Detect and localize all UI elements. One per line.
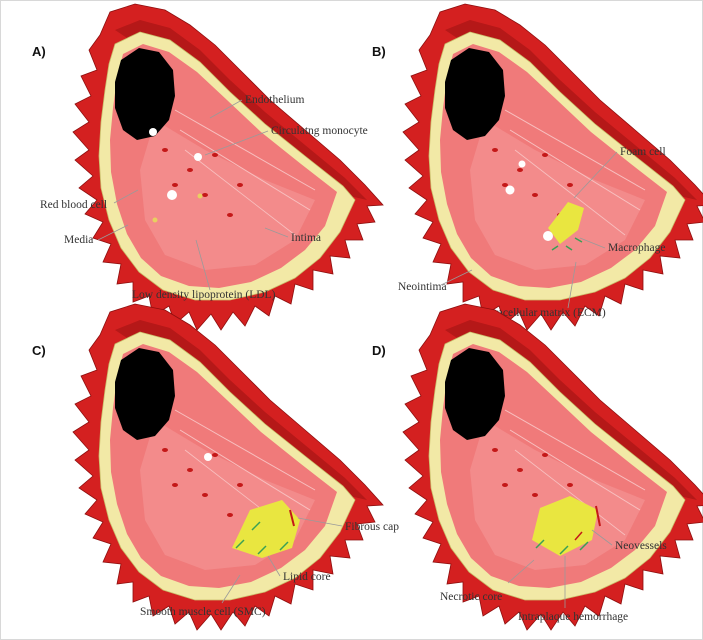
annotation-foam-cell: Foam cell bbox=[620, 146, 666, 158]
panel-label: B) bbox=[372, 44, 386, 59]
annotation-rbc: Red blood cell bbox=[40, 199, 107, 211]
annotation-hemorrhage: Intraplaque hemorrhage bbox=[518, 611, 628, 623]
annotation-neointima: Neointima bbox=[398, 281, 447, 293]
panel-d: D) Neovessels Necrotic core Intraplaque … bbox=[372, 304, 703, 630]
annotation-intima: Intima bbox=[291, 232, 321, 244]
monocyte-dot bbox=[149, 128, 157, 136]
annotation-fibrous-cap: Fibrous cap bbox=[345, 521, 399, 533]
annotation-macrophage: Macrophage bbox=[608, 242, 665, 254]
annotation-neovessels: Neovessels bbox=[615, 540, 667, 552]
monocyte-dot bbox=[194, 153, 202, 161]
annotation-media: Media bbox=[64, 234, 93, 246]
panel-label: C) bbox=[32, 343, 46, 358]
panel-c: C) Fibrous cap Lipid core Smooth muscle … bbox=[32, 304, 399, 630]
annotation-necrotic-core: Necrotic core bbox=[440, 591, 502, 603]
annotation-smc: Smooth muscle cell (SMC) bbox=[140, 606, 266, 618]
panel-b: B) Foam cell Macrophage Neointima Extrac… bbox=[372, 4, 703, 330]
annotation-monocyte: Circulatng monocyte bbox=[271, 125, 368, 137]
monocyte-dot bbox=[167, 190, 177, 200]
annotation-endothelium: Endothelium bbox=[245, 94, 304, 106]
panel-label: D) bbox=[372, 343, 386, 358]
annotation-ldl: Low density lipoprotein (LDL) bbox=[132, 289, 276, 301]
panel-label: A) bbox=[32, 44, 46, 59]
panel-a: A) Endothelium Circulatng monocyte Red b… bbox=[32, 4, 383, 330]
macrophage-dot bbox=[543, 231, 553, 241]
annotation-lipid-core: Lipid core bbox=[283, 571, 331, 583]
